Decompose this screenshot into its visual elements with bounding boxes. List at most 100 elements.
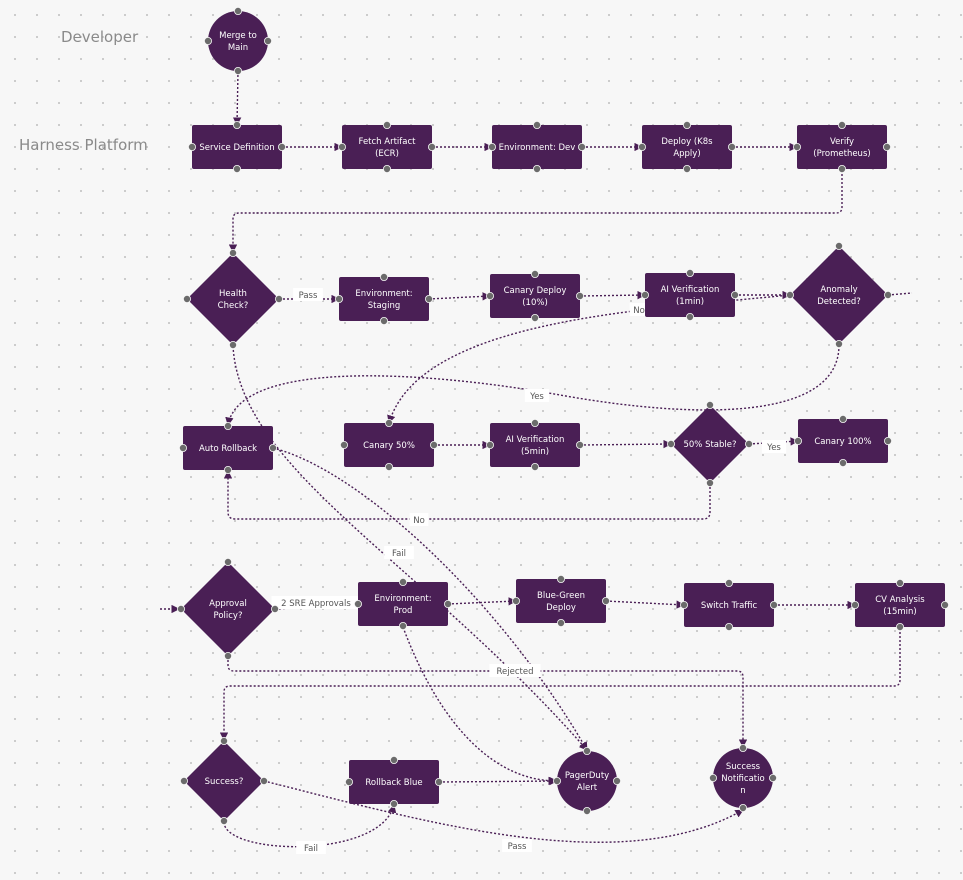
connection-port-top[interactable] (382, 121, 391, 130)
edge-cv-to-success[interactable] (219, 628, 901, 741)
node-stable50-diamond[interactable]: 50% Stable? (667, 400, 754, 487)
connection-port-bottom[interactable] (382, 164, 391, 173)
connection-port-top[interactable] (233, 7, 242, 15)
connection-port-right[interactable] (728, 142, 737, 151)
connection-port-top[interactable] (686, 268, 695, 277)
connection-port-top[interactable] (896, 579, 905, 588)
node-switch-rect[interactable]: Switch Traffic (680, 579, 779, 632)
connection-port-bottom[interactable] (389, 800, 398, 809)
connection-port-right[interactable] (884, 436, 893, 445)
connection-port-top[interactable] (835, 241, 844, 250)
connection-port-left[interactable] (176, 605, 185, 614)
connection-port-bottom[interactable] (398, 622, 407, 631)
connection-port-bottom[interactable] (739, 804, 748, 813)
connection-port-left[interactable] (487, 142, 496, 151)
connection-port-bottom[interactable] (233, 67, 242, 76)
connection-port-right[interactable] (270, 605, 279, 614)
connection-port-right[interactable] (427, 142, 436, 151)
connection-port-bottom[interactable] (531, 462, 540, 471)
connection-port-bottom[interactable] (683, 164, 692, 173)
edge-rollbackblue-to-pagerduty[interactable] (438, 776, 558, 786)
connection-port-top[interactable] (379, 272, 388, 281)
connection-port-top[interactable] (223, 558, 232, 567)
connection-port-bottom[interactable] (557, 619, 566, 628)
connection-port-left[interactable] (353, 600, 362, 609)
connection-port-right[interactable] (424, 294, 433, 303)
connection-port-top[interactable] (389, 756, 398, 765)
node-aiver5-rect[interactable]: AI Verification(5min) (485, 418, 585, 471)
connection-port-right[interactable] (578, 142, 587, 151)
connection-port-left[interactable] (793, 142, 802, 151)
connection-port-bottom[interactable] (838, 164, 847, 173)
connection-port-top[interactable] (557, 575, 566, 584)
connection-port-right[interactable] (770, 601, 779, 610)
edge-envprod-to-pagerduty[interactable] (402, 626, 557, 786)
node-canary100-rect[interactable]: Canary 100% (794, 414, 893, 467)
connection-port-bottom[interactable] (839, 458, 848, 467)
connection-port-top[interactable] (533, 121, 542, 130)
connection-port-bottom[interactable] (706, 478, 715, 487)
connection-port-right[interactable] (434, 778, 443, 787)
connection-port-bottom[interactable] (531, 313, 540, 322)
connection-port-right[interactable] (731, 290, 740, 299)
connection-port-left[interactable] (680, 601, 689, 610)
connection-port-right[interactable] (576, 291, 585, 300)
connection-port-top[interactable] (228, 248, 237, 257)
connection-port-bottom[interactable] (379, 316, 388, 325)
connection-port-left[interactable] (512, 597, 521, 606)
connection-port-bottom[interactable] (686, 312, 695, 321)
edge-envprod-to-bluegreen[interactable] (447, 597, 517, 606)
edge-envstaging-to-canary10[interactable] (428, 292, 491, 301)
connection-port-right[interactable] (277, 142, 286, 151)
connection-port-bottom[interactable] (223, 652, 232, 661)
node-rollbackblue-rect[interactable]: Rollback Blue (344, 756, 443, 809)
connection-port-bottom[interactable] (533, 164, 542, 173)
connection-port-right[interactable] (745, 439, 754, 448)
connection-port-top[interactable] (583, 747, 592, 756)
connection-port-bottom[interactable] (725, 623, 734, 632)
connection-port-left[interactable] (709, 774, 718, 783)
connection-port-right[interactable] (941, 601, 950, 610)
edge-merge-to-svcdef[interactable] (232, 70, 242, 126)
connection-port-left[interactable] (334, 294, 343, 303)
connection-port-left[interactable] (178, 443, 187, 452)
connection-port-left[interactable] (485, 440, 494, 449)
edge-success-to-rollbackblue[interactable] (223, 804, 397, 848)
connection-port-bottom[interactable] (223, 465, 232, 474)
edge-success-to-successnotif[interactable] (263, 780, 744, 843)
connection-port-bottom[interactable] (583, 807, 592, 816)
node-svcdef-rect[interactable]: Service Definition (187, 121, 286, 173)
node-envstaging-rect[interactable]: Environment:Staging (334, 272, 433, 325)
connection-port-right[interactable] (259, 777, 268, 786)
connection-port-right[interactable] (274, 294, 283, 303)
connection-port-left[interactable] (182, 294, 191, 303)
connection-port-left[interactable] (203, 37, 212, 46)
connection-port-bottom[interactable] (219, 817, 228, 826)
connection-port-left[interactable] (786, 290, 795, 299)
connection-port-top[interactable] (531, 269, 540, 278)
connection-port-left[interactable] (337, 142, 346, 151)
connection-port-top[interactable] (739, 744, 748, 753)
edge-health-to-pagerduty[interactable] (232, 345, 588, 751)
connection-port-top[interactable] (223, 421, 232, 430)
connection-port-left[interactable] (794, 436, 803, 445)
connection-port-right[interactable] (884, 290, 893, 299)
connection-port-right[interactable] (613, 777, 622, 786)
connection-port-left[interactable] (179, 777, 188, 786)
node-aiver1-rect[interactable]: AI Verification(1min) (641, 268, 740, 321)
connection-port-bottom[interactable] (835, 339, 844, 348)
connection-port-left[interactable] (667, 439, 676, 448)
connection-port-top[interactable] (839, 414, 848, 423)
connection-port-bottom[interactable] (896, 623, 905, 632)
connection-port-top[interactable] (683, 121, 692, 130)
node-canary10-rect[interactable]: Canary Deploy(10%) (485, 269, 585, 322)
connection-port-left[interactable] (641, 290, 650, 299)
node-envprod-rect[interactable]: Environment:Prod (353, 578, 452, 631)
node-success-diamond[interactable]: Success? (179, 737, 268, 826)
